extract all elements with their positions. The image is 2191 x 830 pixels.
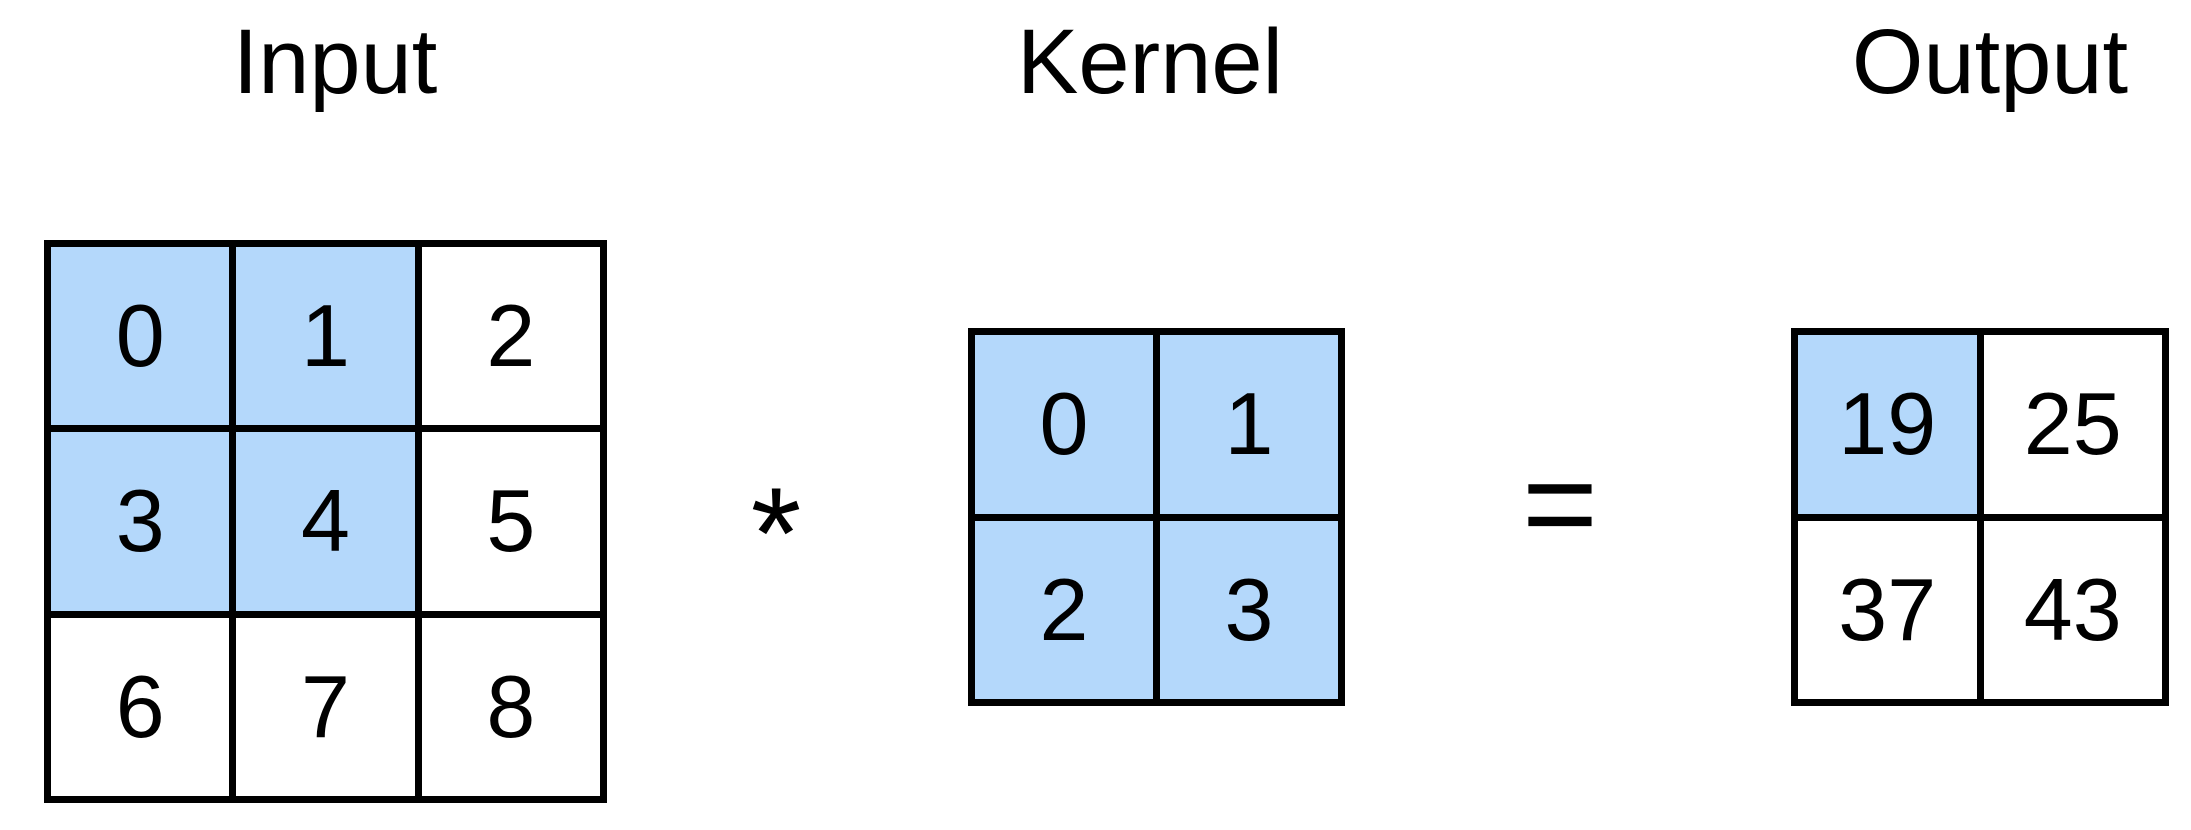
convolution-operator: * <box>750 460 802 606</box>
input-cell: 5 <box>421 432 600 611</box>
output-title: Output <box>1851 11 2129 113</box>
equals-operator: = <box>1522 430 1598 576</box>
kernel-title: Kernel <box>1017 11 1283 113</box>
input-cell: 7 <box>236 617 415 796</box>
input-cell: 6 <box>51 617 230 796</box>
output-matrix: 19 25 37 43 <box>1791 328 2169 706</box>
input-cell: 3 <box>51 432 230 611</box>
input-title: Input <box>232 11 438 113</box>
kernel-cell: 3 <box>1160 520 1338 699</box>
input-matrix: 0 1 2 3 4 5 6 7 8 <box>44 240 607 803</box>
output-cell: 19 <box>1798 335 1977 514</box>
input-cell: 2 <box>421 247 600 426</box>
kernel-cell: 0 <box>975 335 1153 514</box>
kernel-cell: 1 <box>1160 335 1338 514</box>
input-cell: 0 <box>51 247 230 426</box>
output-cell: 37 <box>1798 520 1977 699</box>
input-cell: 1 <box>236 247 415 426</box>
input-cell: 8 <box>421 617 600 796</box>
output-cell: 25 <box>1983 335 2162 514</box>
input-cell: 4 <box>236 432 415 611</box>
kernel-cell: 2 <box>975 520 1153 699</box>
kernel-matrix: 0 1 2 3 <box>968 328 1345 706</box>
output-cell: 43 <box>1983 520 2162 699</box>
